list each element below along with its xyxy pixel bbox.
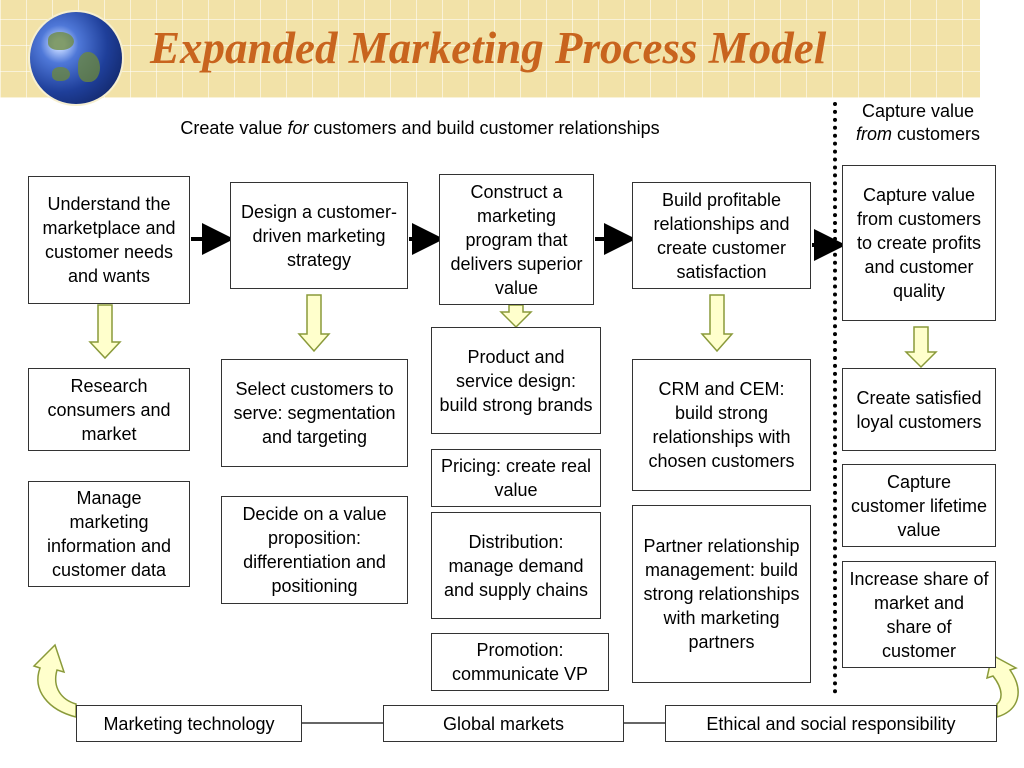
step-build: Build profitable relationships and creat… — [632, 182, 811, 289]
step-understand: Understand the marketplace and customer … — [28, 176, 190, 304]
step-construct: Construct a marketing program that deliv… — [439, 174, 594, 305]
header-create-pre: Create value — [180, 118, 288, 138]
header-capture-value: Capture value from customers — [838, 100, 998, 146]
detail-promotion: Promotion: communicate VP — [431, 633, 609, 691]
detail-partner: Partner relationship management: build s… — [632, 505, 811, 683]
detail-manage-info: Manage marketing information and custome… — [28, 481, 190, 587]
down-arrow-1 — [88, 304, 122, 360]
curved-arrow-left-icon — [32, 643, 77, 718]
header-capture-line1: Capture value — [861, 101, 975, 121]
down-arrow-3 — [499, 304, 533, 329]
detail-decide: Decide on a value proposition: different… — [221, 496, 408, 604]
header-capture-post: customers — [891, 124, 981, 144]
detail-product: Product and service design: build strong… — [431, 327, 601, 434]
header-create-value: Create value for customers and build cus… — [140, 117, 700, 140]
detail-loyal: Create satisfied loyal customers — [842, 368, 996, 451]
down-arrow-5 — [904, 326, 938, 369]
header-capture-em: from — [855, 124, 892, 144]
detail-distribution: Distribution: manage demand and supply c… — [431, 512, 601, 619]
detail-pricing: Pricing: create real value — [431, 449, 601, 507]
detail-select: Select customers to serve: segmentation … — [221, 359, 408, 467]
detail-lifetime: Capture customer lifetime value — [842, 464, 996, 547]
header-create-post: customers and build customer relationshi… — [308, 118, 660, 138]
globe-logo-icon — [30, 12, 122, 104]
bottom-marketing-technology: Marketing technology — [76, 705, 302, 742]
detail-share: Increase share of market and share of cu… — [842, 561, 996, 668]
down-arrow-4 — [700, 294, 734, 353]
dotted-divider — [833, 102, 837, 694]
down-arrow-2 — [297, 294, 331, 353]
step-design: Design a customer-driven marketing strat… — [230, 182, 408, 289]
page-title: Expanded Marketing Process Model — [150, 23, 827, 73]
step-capture: Capture value from customers to create p… — [842, 165, 996, 321]
header-create-em: for — [287, 118, 309, 138]
detail-research: Research consumers and market — [28, 368, 190, 451]
detail-crm: CRM and CEM: build strong relationships … — [632, 359, 811, 491]
bottom-global-markets: Global markets — [383, 705, 624, 742]
bottom-ethical-social: Ethical and social responsibility — [665, 705, 997, 742]
header-capture-line2: from customers — [838, 123, 998, 146]
title-banner — [0, 0, 980, 98]
